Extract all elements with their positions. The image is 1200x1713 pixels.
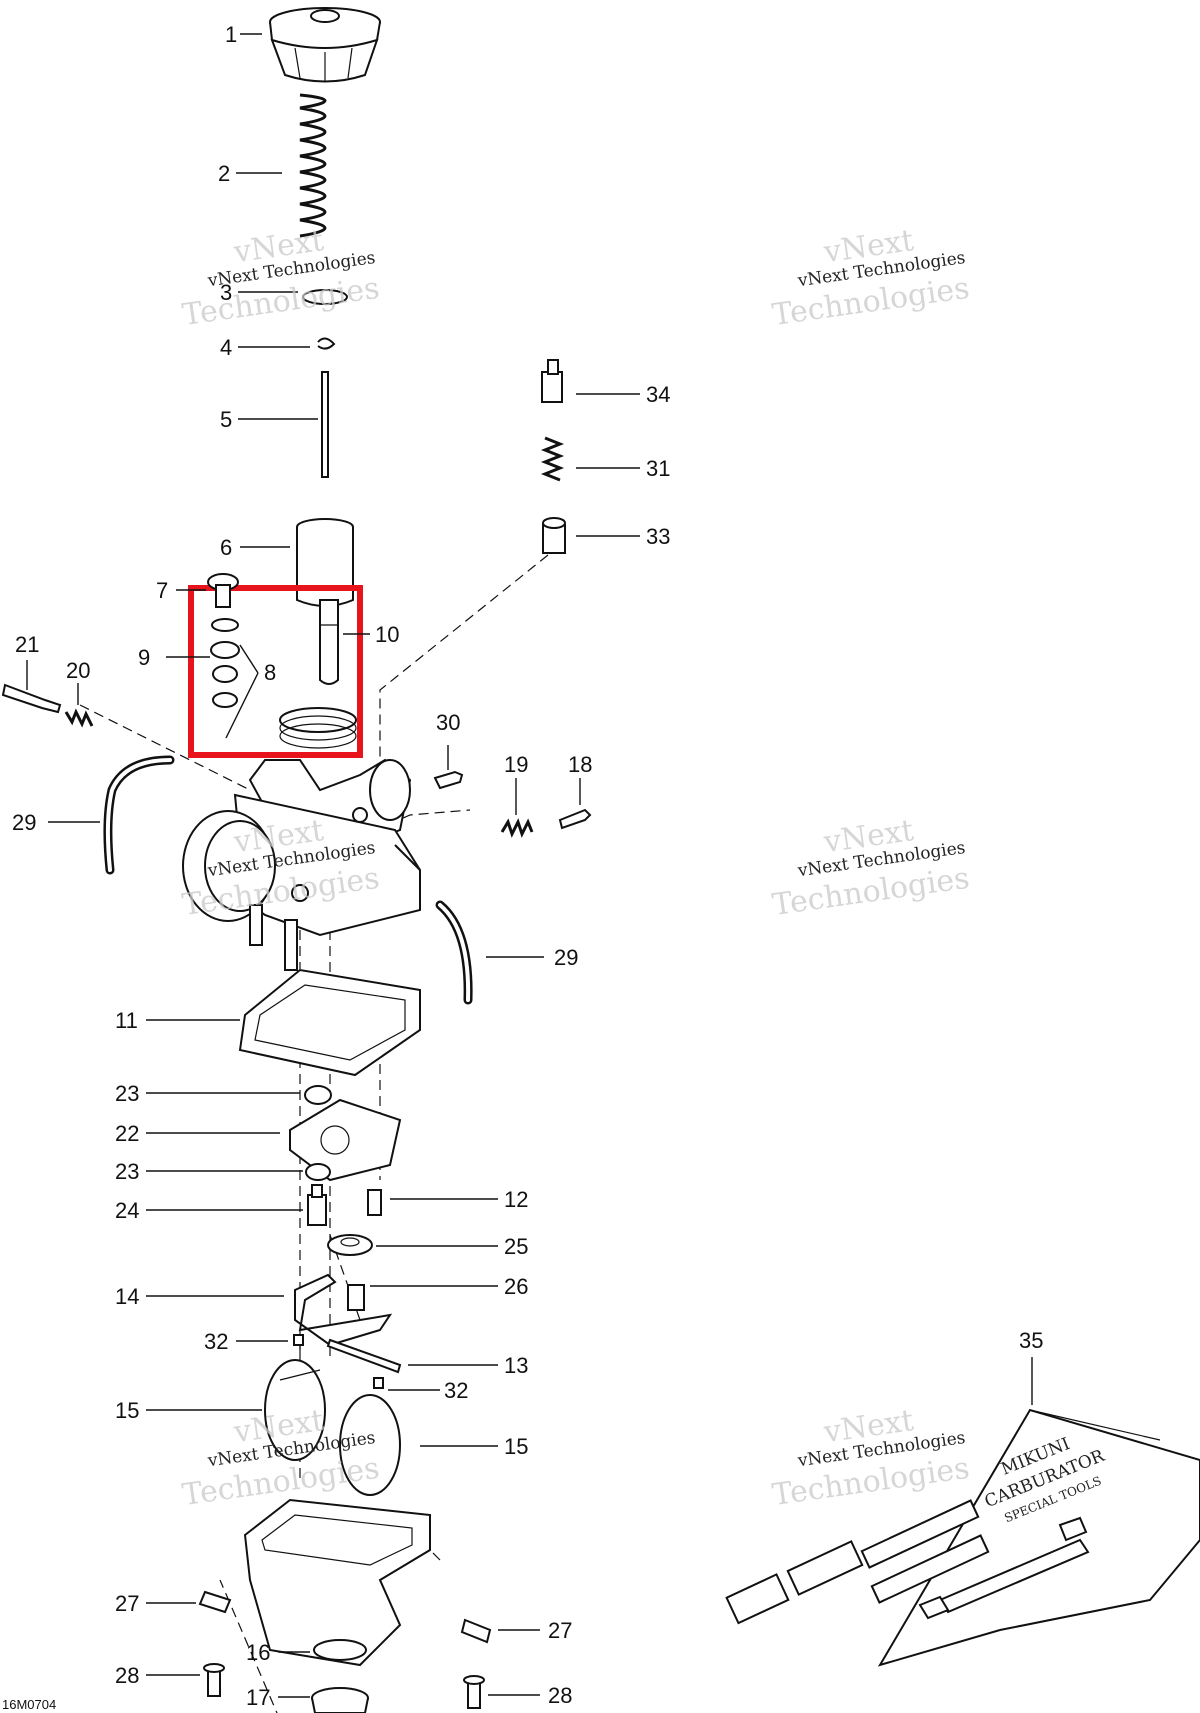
part-5-jet-needle	[321, 371, 329, 478]
part-6-throttle-slide	[296, 518, 354, 607]
part-34-fitting	[541, 359, 563, 403]
callout-15-right: 15	[504, 1434, 528, 1459]
callout-13: 13	[504, 1353, 528, 1378]
callout-numbers: 1 2 3 4 5 6 7 8 9 10 11 12 13 14 15 15 1…	[12, 22, 1043, 1710]
part-4-clip	[317, 337, 336, 350]
part-19-spring	[500, 818, 534, 838]
callout-33: 33	[646, 524, 670, 549]
part-1-cap	[269, 7, 381, 83]
callout-23-top: 23	[115, 1081, 139, 1106]
watermarks: vNext Technologies vNext Technologies vN…	[180, 223, 971, 1513]
part-29-hose-left	[103, 755, 175, 875]
part-16-o-ring	[313, 1639, 367, 1661]
part-28-screw-right	[463, 1675, 485, 1709]
callout-17: 17	[246, 1685, 270, 1710]
callout-9: 9	[138, 645, 150, 670]
part-13-pin	[326, 1338, 402, 1374]
callout-22: 22	[115, 1121, 139, 1146]
callout-34: 34	[646, 382, 670, 407]
callout-24: 24	[115, 1198, 139, 1223]
callout-2: 2	[218, 161, 230, 186]
part-32-screw-lower	[373, 1377, 384, 1389]
callout-1: 1	[225, 22, 237, 47]
part-22-plate	[289, 1098, 402, 1182]
float-bowl	[243, 1498, 431, 1667]
part-27-plate-right	[460, 1618, 492, 1644]
callout-16: 16	[246, 1640, 270, 1665]
callout-30: 30	[436, 710, 460, 735]
callout-28-left: 28	[115, 1663, 139, 1688]
callout-5: 5	[220, 407, 232, 432]
callout-27-left: 27	[115, 1591, 139, 1616]
part-32-screw-upper	[293, 1334, 304, 1346]
part-28-screw-left	[203, 1663, 225, 1697]
part-14-float-arm	[294, 1273, 393, 1347]
callout-7: 7	[156, 578, 168, 603]
part-30-screw	[433, 770, 464, 790]
callout-32-upper: 32	[204, 1329, 228, 1354]
callout-29-right: 29	[554, 945, 578, 970]
part-18-screw	[558, 808, 592, 830]
callout-14: 14	[115, 1284, 139, 1309]
callout-25: 25	[504, 1234, 528, 1259]
part-26-main-jet	[347, 1284, 365, 1311]
part-33-sleeve	[542, 517, 566, 554]
callout-12: 12	[504, 1187, 528, 1212]
threaded-ring	[279, 707, 357, 749]
callout-23-bottom: 23	[115, 1159, 139, 1184]
callout-4: 4	[220, 335, 232, 360]
callout-31: 31	[646, 456, 670, 481]
part-23-o-ring-top	[304, 1085, 332, 1105]
part-20-spring	[64, 708, 94, 728]
callout-28-right: 28	[548, 1683, 572, 1708]
callout-35: 35	[1019, 1328, 1043, 1353]
part-15-float-right	[339, 1394, 401, 1496]
callout-15-left: 15	[115, 1398, 139, 1423]
part-24-needle-valve	[307, 1184, 327, 1226]
drawing-code: 16M0704	[2, 1697, 56, 1712]
part-15-float-left	[264, 1359, 326, 1461]
callout-6: 6	[220, 535, 232, 560]
part-2-spring	[299, 93, 327, 238]
highlight-box	[188, 585, 363, 758]
part-35-toolkit: MIKUNI CARBURATOR SPECIAL TOOLS	[725, 1408, 1200, 1667]
callout-20: 20	[66, 658, 90, 683]
part-7-screw	[207, 573, 239, 608]
carburetor-body	[182, 758, 421, 971]
part-21-screw	[1, 683, 62, 714]
part-10-plunger	[319, 599, 339, 685]
callout-27-right: 27	[548, 1618, 572, 1643]
part-25-seal	[327, 1234, 373, 1256]
callout-3: 3	[220, 280, 232, 305]
callout-11: 11	[115, 1008, 138, 1033]
part-27-plate-left	[198, 1590, 232, 1614]
callout-8: 8	[264, 660, 276, 685]
callout-10: 10	[375, 622, 399, 647]
part-3-retainer	[302, 289, 348, 305]
leader-lines	[26, 33, 1033, 1698]
part-29-hose-right	[435, 900, 473, 1005]
part-17-plug	[311, 1687, 369, 1713]
callout-19: 19	[504, 752, 528, 777]
part-11-gasket	[238, 968, 421, 1077]
callout-29-left: 29	[12, 810, 36, 835]
callout-21: 21	[15, 632, 39, 657]
callout-32-lower: 32	[444, 1378, 468, 1403]
part-23-o-ring-bottom	[305, 1163, 331, 1181]
part-31-spring	[540, 436, 565, 482]
part-12-jet	[367, 1189, 382, 1216]
callout-26: 26	[504, 1274, 528, 1299]
part-8-o-rings	[210, 618, 240, 708]
callout-18: 18	[568, 752, 592, 777]
